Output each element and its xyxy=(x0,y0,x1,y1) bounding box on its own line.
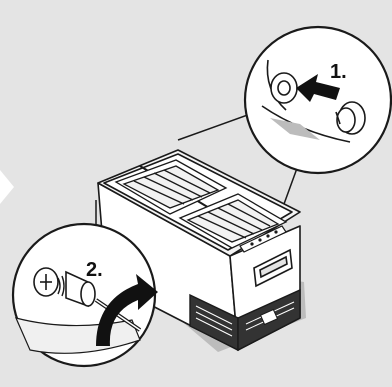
callout-step-1: 1. xyxy=(245,27,391,173)
step-2-label: 2. xyxy=(86,259,103,281)
screw-icon xyxy=(34,268,58,296)
step-1-label: 1. xyxy=(330,61,347,83)
side-tab xyxy=(0,170,14,204)
